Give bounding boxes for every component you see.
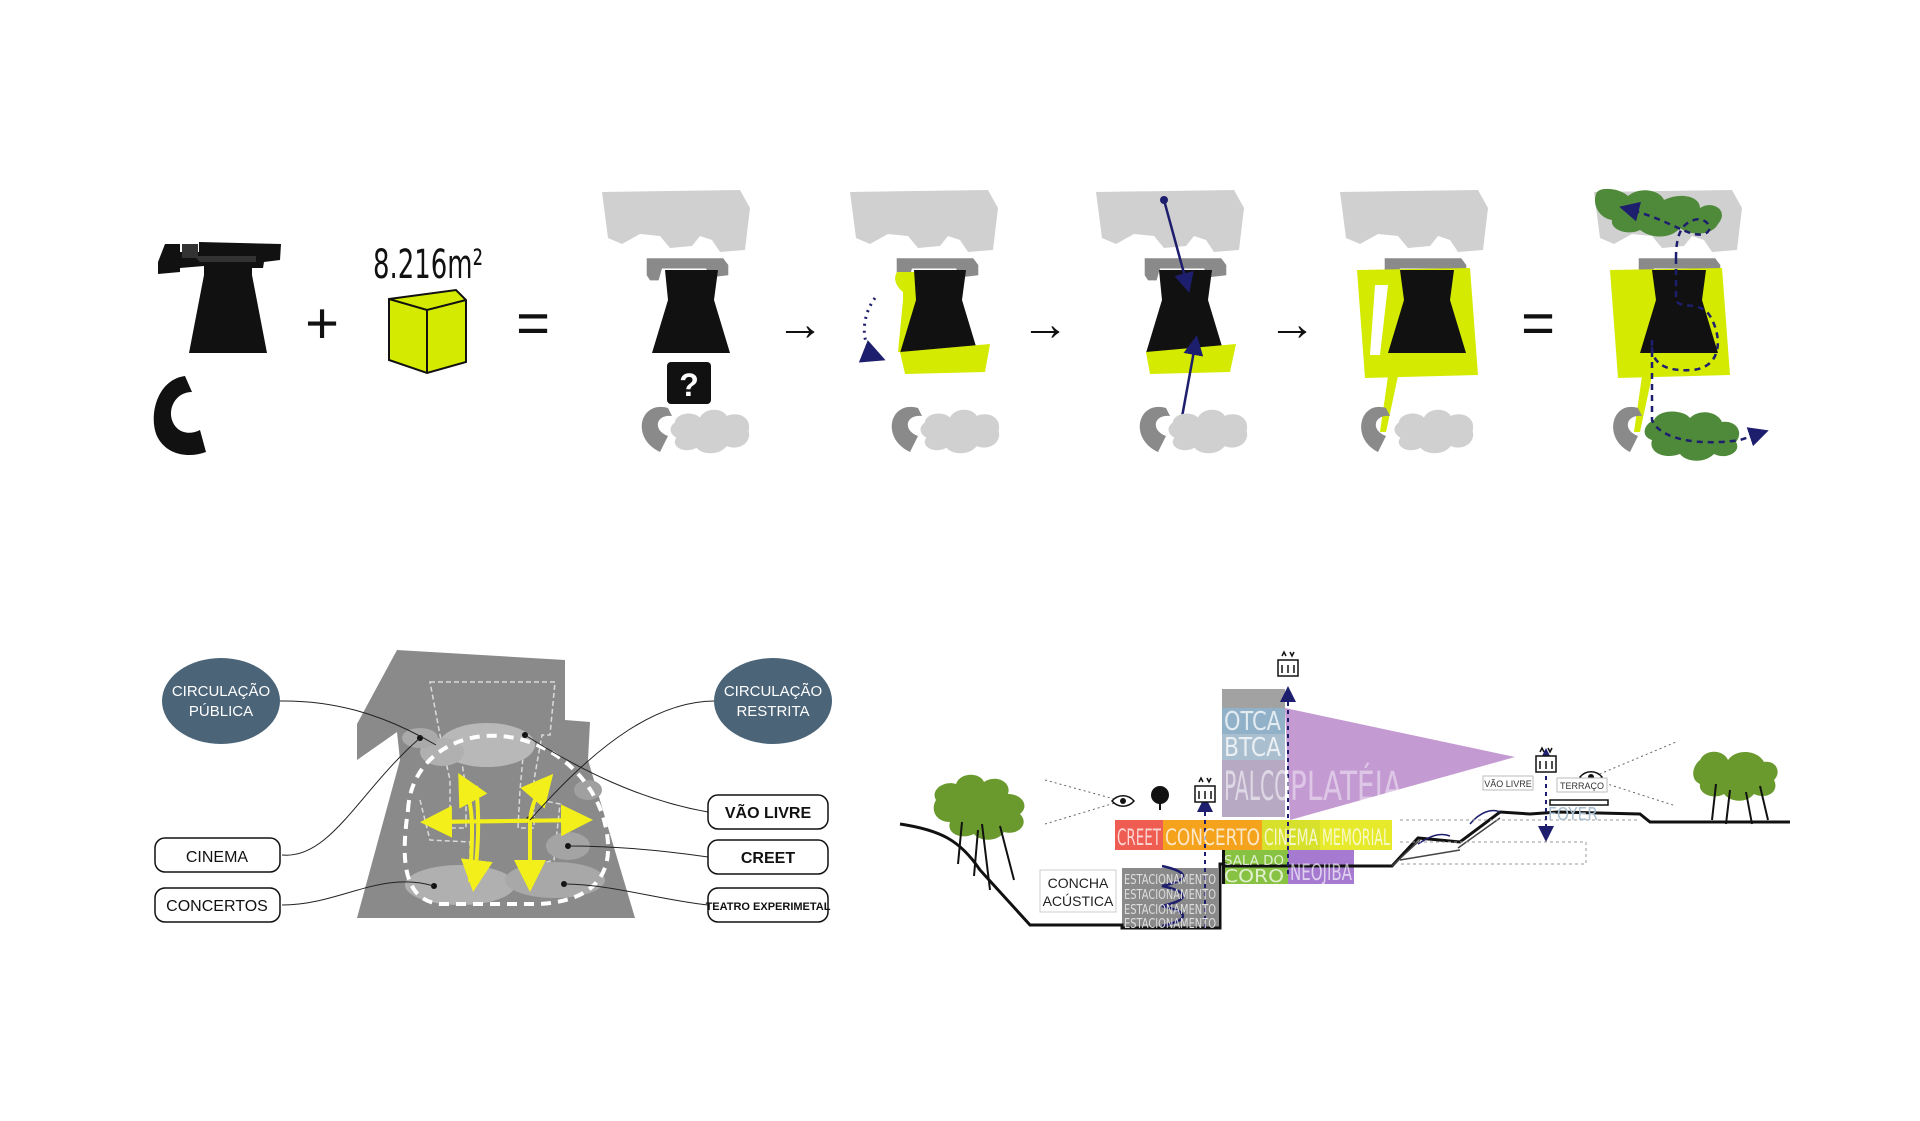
label-vao-livre: VÃO LIVRE	[707, 794, 829, 830]
label-cinema: CINEMA	[154, 837, 281, 873]
question-icon	[667, 362, 711, 404]
step-3	[1096, 190, 1248, 454]
area-label: 8.216m²	[373, 242, 483, 288]
tree-icon	[1151, 786, 1169, 810]
section-terraco: TERRAÇO	[1556, 777, 1608, 793]
section-sala-do-coro-1: SALA DO	[1224, 854, 1284, 869]
tree-left	[933, 774, 1025, 840]
section-sala-do-coro-2: CORO	[1224, 866, 1284, 887]
section-concha-acustica: CONCHA ACÚSTICA	[1039, 869, 1117, 913]
c-shape-icon	[153, 376, 206, 456]
section-estacionamento-1: ESTACIONAMENTO	[1124, 873, 1216, 888]
section-plateia: PLATÉIA	[1290, 762, 1402, 810]
svg-text:TEATRO EXPERIMETAL: TEATRO EXPERIMETAL	[706, 901, 831, 913]
elevator-icon	[1194, 776, 1216, 803]
equals-sign-2: =	[1521, 291, 1555, 356]
bubble-restricted-line2: RESTRITA	[736, 703, 809, 720]
section-vao-livre: VÃO LIVRE	[1482, 775, 1534, 791]
label-concertos: CONCERTOS	[154, 887, 281, 923]
section-cinema: CINEMA	[1264, 826, 1318, 851]
cube-icon	[388, 288, 467, 375]
elevator-icon	[1535, 746, 1557, 773]
question-mark: ?	[679, 367, 699, 403]
section-btca: BTCA	[1224, 733, 1281, 763]
elevator-icon	[1277, 650, 1299, 677]
section-creet: CREET	[1117, 826, 1161, 851]
bubble-public-line1: CIRCULAÇÃO	[172, 683, 270, 700]
building-icon	[158, 242, 281, 353]
section-estacionamento-2: ESTACIONAMENTO	[1124, 888, 1216, 903]
section-palco: PALCO	[1224, 764, 1290, 810]
section-estacionamento-3: ESTACIONAMENTO	[1124, 903, 1216, 918]
bubble-public-circulation: CIRCULAÇÃO PÚBLICA	[162, 658, 280, 744]
bubble-public-line2: PÚBLICA	[189, 703, 253, 720]
eye-icon	[1111, 795, 1135, 807]
section-neojiba: NEOJIBA	[1290, 861, 1352, 886]
arrow-3: →	[1268, 298, 1316, 351]
bubble-restricted-line1: CIRCULAÇÃO	[724, 683, 822, 700]
svg-text:CONCERTOS: CONCERTOS	[166, 898, 268, 915]
svg-text:TERRAÇO: TERRAÇO	[1560, 781, 1604, 791]
step-2	[850, 190, 1000, 454]
circulation-diagram	[277, 650, 718, 918]
section-foyer: FOYER	[1548, 804, 1598, 825]
section-diagram	[899, 650, 1790, 930]
section-concerto: CONCERTO	[1165, 826, 1260, 851]
svg-text:CREET: CREET	[741, 850, 795, 867]
tree-right	[1693, 751, 1778, 801]
arrow-1: →	[776, 298, 824, 351]
section-estacionamento-4: ESTACIONAMENTO	[1124, 917, 1216, 932]
section-otca: OTCA	[1224, 707, 1281, 737]
svg-text:VÃO LIVRE: VÃO LIVRE	[725, 802, 812, 822]
result-step	[1594, 188, 1769, 461]
section-memorial: MEMORIAL	[1322, 826, 1390, 851]
svg-text:ACÚSTICA: ACÚSTICA	[1043, 893, 1114, 909]
label-teatro-experimental: TEATRO EXPERIMETAL	[706, 887, 831, 923]
arrow-2: →	[1021, 298, 1069, 351]
plus-sign: +	[305, 291, 339, 356]
bubble-restricted-circulation: CIRCULAÇÃO RESTRITA	[714, 658, 832, 744]
svg-text:CINEMA: CINEMA	[186, 849, 249, 866]
label-creet: CREET	[707, 839, 829, 875]
step-1: ?	[602, 190, 750, 454]
equals-sign-1: =	[516, 291, 550, 356]
svg-text:CONCHA: CONCHA	[1048, 875, 1109, 891]
svg-text:VÃO LIVRE: VÃO LIVRE	[1484, 779, 1532, 789]
step-4	[1340, 190, 1488, 454]
